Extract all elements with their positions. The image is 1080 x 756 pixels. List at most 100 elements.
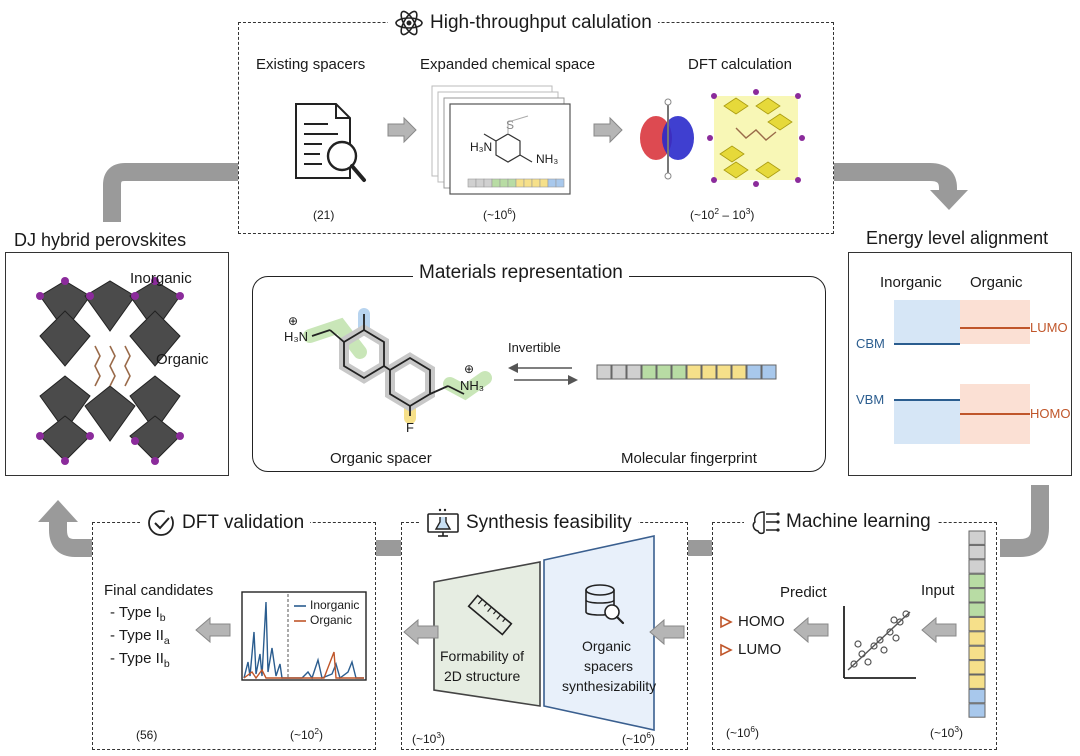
input-bit — [968, 674, 986, 689]
materials-title: Materials representation — [413, 262, 629, 284]
molecular-fingerprint-label: Molecular fingerprint — [621, 450, 757, 467]
ml-predict-label: Predict — [780, 584, 827, 601]
organic-spacer-label: Organic spacer — [330, 450, 432, 467]
invertible-arrows — [508, 363, 578, 385]
ml-input-strip — [968, 530, 986, 718]
dft-count-right: (~102) — [290, 726, 324, 742]
card-nh3-label: NH₃ — [536, 152, 559, 166]
brain-chip-icon — [752, 511, 780, 535]
formability-line-2: 2D structure — [444, 668, 521, 684]
input-bit — [968, 631, 986, 646]
synthesis-count-left: (~103) — [412, 730, 446, 746]
organic-synth-line-2: spacers — [584, 658, 634, 674]
invertible-label: Invertible — [508, 340, 561, 355]
synthesis-arrow-left — [403, 618, 439, 646]
fingerprint-bit — [596, 364, 612, 380]
spacer-f-label: F — [406, 420, 414, 435]
card-s-label: S — [506, 118, 515, 132]
perovskite-structure — [36, 277, 184, 465]
database-search-icon — [585, 584, 625, 625]
dft-count-left: (56) — [136, 728, 158, 742]
ruler-icon — [467, 594, 513, 636]
dos-legend-inorganic: Inorganic — [310, 598, 360, 612]
dft-calculation-label: DFT calculation — [688, 56, 792, 73]
ml-arrow-predict — [793, 616, 829, 644]
homo-label: HOMO — [1030, 406, 1071, 421]
fingerprint-bit — [686, 364, 702, 380]
fingerprint-bit — [656, 364, 672, 380]
lumo-label: LUMO — [1030, 320, 1068, 335]
synthesis-arrow-right — [649, 618, 685, 646]
type-3-label: - Type IIb — [110, 650, 170, 670]
high-throughput-title: High-throughput calulation — [388, 8, 658, 38]
type-1-label: - Type Ib — [110, 604, 166, 624]
input-bit — [968, 530, 986, 545]
vbm-label: VBM — [856, 392, 885, 407]
ml-input-label: Input — [921, 582, 955, 599]
dj-organic-label: Organic — [156, 351, 209, 368]
dft-count: (~102 – 103) — [690, 206, 755, 222]
ml-title: Machine learning — [744, 508, 937, 536]
formability-line-1: Formability of — [440, 648, 525, 664]
synthesis-funnel — [433, 535, 655, 731]
ml-homo-label: HOMO — [738, 613, 785, 630]
fingerprint-bit — [641, 364, 657, 380]
dft-arrow-left — [195, 616, 231, 644]
dos-legend-organic: Organic — [310, 613, 353, 627]
cbm-label: CBM — [856, 336, 885, 351]
organic-synth-line-1: Organic — [582, 638, 632, 654]
fingerprint-bit — [611, 364, 627, 380]
fingerprint-bit — [731, 364, 747, 380]
organic-spacer-molecule — [303, 308, 492, 424]
synthesis-count-right: (~106) — [622, 730, 656, 746]
fingerprint-bit — [761, 364, 777, 380]
atom-icon — [395, 10, 423, 36]
input-bit — [968, 703, 986, 718]
input-bit — [968, 602, 986, 617]
arrow-1 — [387, 116, 417, 144]
input-bit — [968, 544, 986, 560]
fingerprint-bit — [716, 364, 732, 380]
dft-validation-title: DFT validation — [140, 508, 311, 538]
input-bit — [968, 660, 986, 675]
existing-count: (21) — [313, 208, 335, 222]
input-bit — [968, 559, 986, 574]
fingerprint-bit — [671, 364, 687, 380]
dj-inorganic-label: Inorganic — [130, 270, 192, 287]
input-bit — [968, 645, 986, 661]
ml-arrow-input — [921, 616, 957, 644]
expanded-chemical-space-cards — [431, 85, 571, 195]
arrow-2 — [593, 116, 623, 144]
energy-organic-label: Organic — [970, 274, 1023, 291]
molecular-fingerprint-strip — [596, 364, 777, 380]
crystal-structure-visual — [707, 89, 805, 187]
check-badge-icon — [148, 510, 174, 536]
existing-spacers-label: Existing spacers — [256, 56, 366, 73]
ml-count-right: (~103) — [930, 724, 964, 740]
fingerprint-bit — [626, 364, 642, 380]
synthesis-title: Synthesis feasibility — [420, 508, 638, 538]
card-h3n-label: H₃N — [470, 140, 493, 154]
input-bit — [968, 573, 986, 589]
input-bit — [968, 688, 986, 704]
energy-inorganic-label: Inorganic — [880, 274, 942, 291]
ml-lumo-label: LUMO — [738, 641, 782, 658]
orbital-visual — [640, 98, 694, 180]
fingerprint-bit — [701, 364, 717, 380]
lab-flask-monitor-icon — [427, 508, 459, 537]
document-search-icon — [295, 103, 366, 182]
expanded-count: (~106) — [483, 206, 517, 222]
spacer-plus-left: ⊕ — [288, 314, 299, 328]
spacer-plus-right: ⊕ — [464, 362, 475, 376]
organic-synth-line-3: synthesizability — [562, 678, 657, 694]
energy-diagram — [894, 300, 1030, 444]
lumo-triangle-icon — [720, 643, 733, 657]
input-bit — [968, 616, 986, 632]
homo-triangle-icon — [720, 615, 733, 629]
final-candidates-label: Final candidates — [104, 582, 214, 599]
dos-plot — [241, 591, 367, 681]
spacer-h3n-label: H₃N — [284, 329, 309, 344]
expanded-space-label: Expanded chemical space — [420, 56, 596, 73]
dj-perovskite-title: DJ hybrid perovskites — [14, 230, 187, 250]
type-2-label: - Type IIa — [110, 627, 170, 647]
